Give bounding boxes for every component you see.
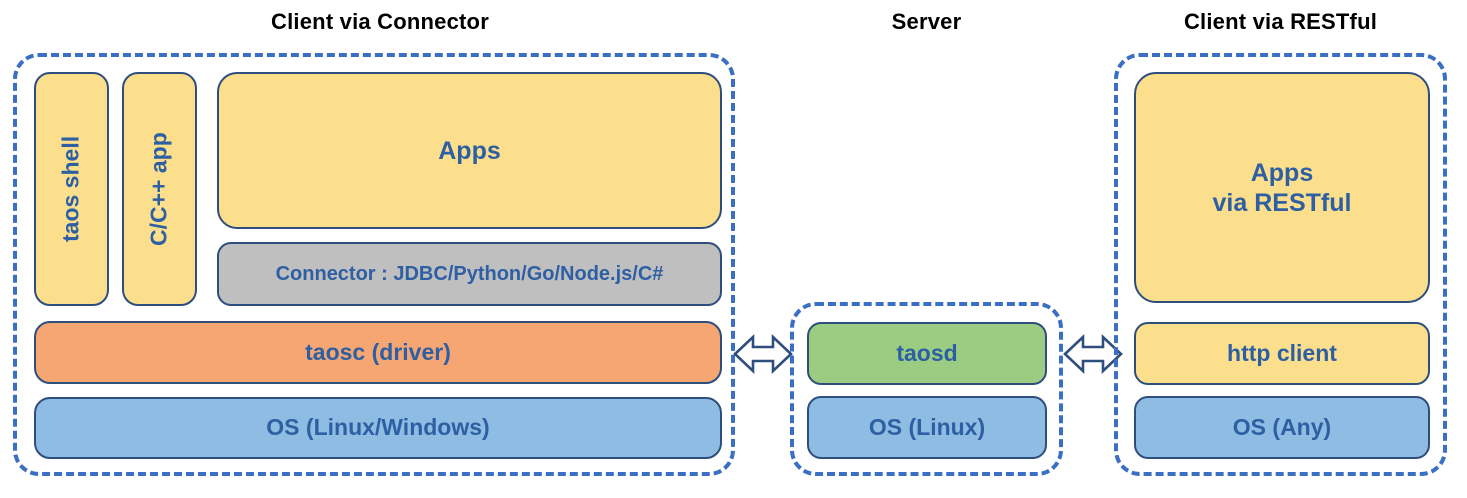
box-taosc-driver[interactable]: taosc (driver) <box>34 321 722 384</box>
box-taos-shell[interactable]: taos shell <box>34 72 109 306</box>
box-connector-libraries[interactable]: Connector : JDBC/Python/Go/Node.js/C# <box>217 242 722 306</box>
double-arrow-icon-server-to-restful-client <box>1063 329 1123 379</box>
panel-server <box>790 302 1063 476</box>
box-apps[interactable]: Apps <box>217 72 722 229</box>
panel-client-via-restful <box>1114 53 1447 476</box>
double-arrow-icon-client-to-server <box>733 329 793 379</box>
box-apps-via-restful[interactable]: Apps via RESTful <box>1134 72 1430 303</box>
box-http-client[interactable]: http client <box>1134 322 1430 385</box>
box-apps-via-restful-line1: Apps <box>1250 158 1314 187</box>
section-title-client-via-connector: Client via Connector <box>271 9 489 34</box>
panel-client-via-connector <box>13 53 735 476</box>
box-os-linux[interactable]: OS (Linux) <box>807 396 1047 459</box>
box-cpp-app[interactable]: C/C++ app <box>122 72 197 306</box>
box-os-linux-windows[interactable]: OS (Linux/Windows) <box>34 397 722 459</box>
box-os-any[interactable]: OS (Any) <box>1134 396 1430 459</box>
box-apps-via-restful-line2: via RESTful <box>1212 188 1352 217</box>
section-title-client-via-restful: Client via RESTful <box>1183 9 1378 34</box>
box-taosd[interactable]: taosd <box>807 322 1047 385</box>
section-title-server: Server <box>891 9 962 34</box>
